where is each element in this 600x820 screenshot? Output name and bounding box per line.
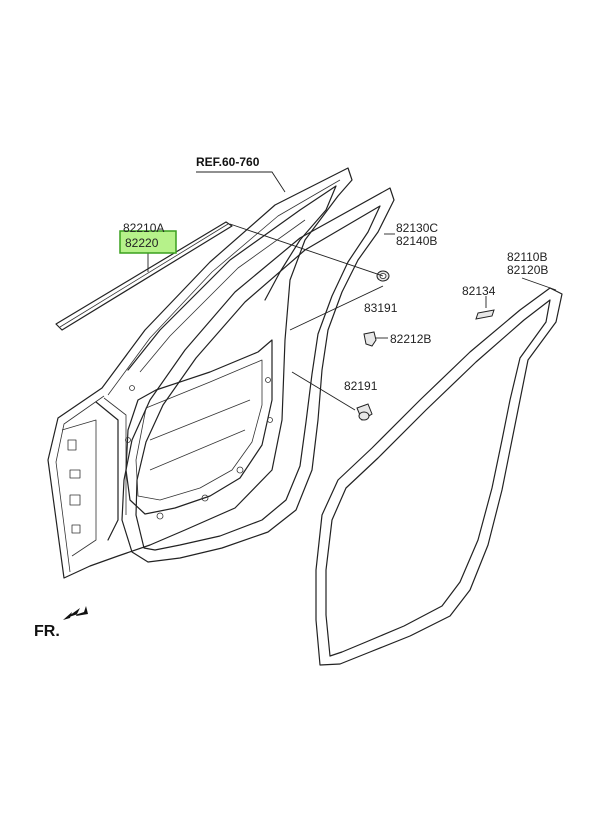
part-label-83191: 83191 [364, 301, 398, 315]
highlight-box-82220 [119, 230, 177, 254]
front-label: FR. [34, 623, 60, 640]
part-label-82130c: 82130C [396, 221, 438, 235]
part-label-82134: 82134 [462, 284, 496, 298]
door-side-weatherstrip [121, 187, 395, 563]
clip-82134 [475, 309, 495, 320]
part-label-82140b: 82140B [396, 234, 437, 248]
door-panel [47, 167, 353, 579]
clip-82212b [363, 331, 377, 347]
part-label-82220: 82220 [125, 236, 159, 250]
ref-label: REF.60-760 [196, 155, 260, 169]
bumper-82191 [356, 403, 373, 421]
part-label-82120b: 82120B [507, 263, 548, 277]
part-label-82110b: 82110B [507, 250, 547, 264]
belt-weatherstrip [55, 221, 233, 331]
front-direction-arrow-icon [63, 606, 88, 620]
body-side-weatherstrip [315, 287, 563, 666]
part-label-82212b: 82212B [390, 332, 431, 346]
part-label-82210a: 82210A [123, 221, 164, 235]
part-label-82191: 82191 [344, 379, 378, 393]
